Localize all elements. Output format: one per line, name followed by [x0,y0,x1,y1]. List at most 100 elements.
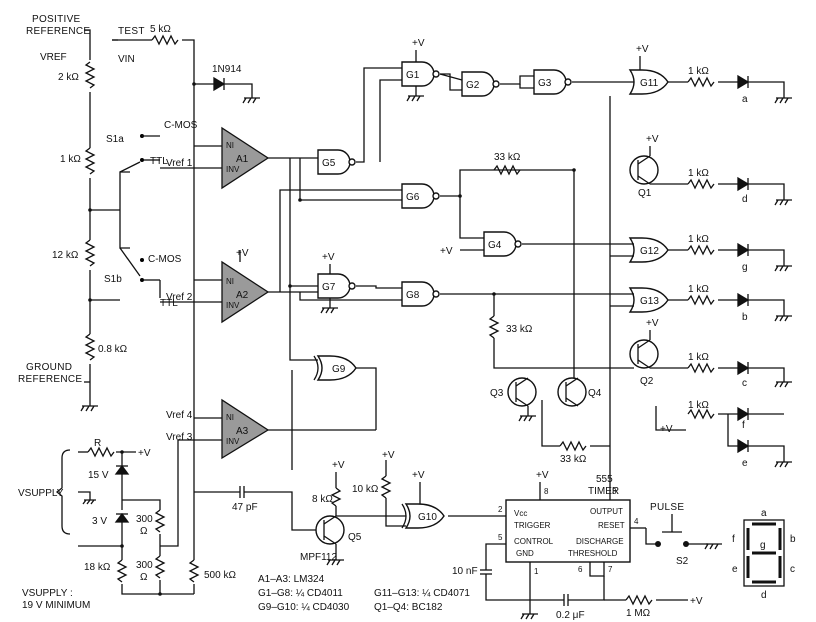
gate-g10: G10 +V [401,470,445,529]
parts-note-4: G11–G13: ¼ CD4071 [374,587,470,599]
svg-text:Q2: Q2 [640,376,654,387]
svg-text:Q3: Q3 [490,388,504,399]
svg-text:15 V: 15 V [88,470,109,481]
vsupply-note: VSUPPLY : [22,588,73,599]
svg-text:INV: INV [226,301,240,310]
svg-text:G6: G6 [406,192,420,203]
svg-text:1 kΩ: 1 kΩ [688,284,709,295]
resistor-12k [84,239,96,267]
svg-text:300: 300 [136,514,153,525]
a1-label: A1 [236,154,249,165]
notes: VSUPPLY : 19 V MINIMUM A1–A3: LM324 G1–G… [22,574,470,613]
svg-text:RESET: RESET [598,521,625,530]
logic-wiring [279,67,634,480]
resistor-2k [84,61,96,89]
svg-text:CONTROL: CONTROL [514,537,554,546]
svg-text:TRIGGER: TRIGGER [514,521,551,530]
svg-text:+V: +V [236,248,249,259]
reference-divider: POSITIVE REFERENCE VREF 2 kΩ 1 kΩ 12 kΩ … [18,14,128,412]
svg-text:G3: G3 [538,78,552,89]
timer-555: 555 TIMER Vcc TRIGGER OUTPUT RESET CONTR… [448,470,703,621]
svg-text:6: 6 [578,565,583,574]
gate-g2: G2 [461,71,500,97]
svg-text:G10: G10 [418,512,437,523]
svg-text:Q4: Q4 [588,388,602,399]
vref2-label: Vref 2 [166,292,193,303]
svg-text:1 kΩ: 1 kΩ [688,400,709,411]
svg-text:c: c [742,378,747,389]
pulse-switch-s2[interactable]: PULSE S2 [645,502,722,567]
svg-text:GND: GND [516,549,534,558]
svg-text:18 kΩ: 18 kΩ [84,562,111,573]
switch-s1[interactable]: C-MOS TTL S1a C-MOS TTL S1b [90,120,198,309]
vin-label: VIN [118,54,135,65]
segment-a-label: a [761,508,767,519]
svg-text:MPF112: MPF112 [300,552,337,563]
svg-text:Q1: Q1 [638,188,652,199]
r2-label: 1 kΩ [60,154,81,165]
resistors-33k: 33 kΩ 33 kΩ 33 kΩ [488,152,634,465]
vsupply-min-note: 19 V MINIMUM [22,600,90,611]
svg-text:47 pF: 47 pF [232,502,258,513]
segment-d-label: d [761,590,767,601]
svg-text:8: 8 [544,487,549,496]
r-test-label: 5 kΩ [150,24,171,35]
svg-text:G5: G5 [322,158,336,169]
svg-text:Ω: Ω [140,526,148,537]
gate-g5: G5 [317,149,356,175]
resistor-1k [84,147,96,175]
transistor-q1: +V Q1 [629,134,659,199]
gate-g6: G6 [401,183,440,209]
svg-text:G13: G13 [640,296,659,307]
op-amp-a2: NI INV A2 Vref 2 +V [160,248,318,324]
transistor-q4: Q4 [557,377,602,407]
svg-text:+V: +V [646,318,659,329]
svg-text:Vcc: Vcc [514,509,527,518]
svg-text:300: 300 [136,560,153,571]
svg-text:g: g [742,262,748,273]
svg-text:1 MΩ: 1 MΩ [626,608,651,619]
vref1-label: Vref 1 [166,158,193,169]
svg-text:e: e [742,458,748,469]
svg-text:33 kΩ: 33 kΩ [506,324,533,335]
svg-text:G4: G4 [488,240,502,251]
ttl-label-1: TTL [150,156,168,167]
svg-text:+V: +V [138,448,151,459]
svg-text:a: a [742,94,748,105]
svg-text:OUTPUT: OUTPUT [590,507,623,516]
svg-text:b: b [742,312,748,323]
vref4-label: Vref 4 [166,410,193,421]
cap-47pf: 47 pF [194,486,316,531]
positive-reference-label-2: REFERENCE [26,26,90,37]
svg-text:+V: +V [412,470,425,481]
s1b-label: S1b [104,274,122,285]
gate-g3: G3 [533,69,572,95]
svg-text:NI: NI [226,277,234,286]
svg-text:+V: +V [636,44,649,55]
svg-text:G12: G12 [640,246,659,257]
svg-text:+V: +V [646,134,659,145]
svg-text:7: 7 [608,565,613,574]
parts-note-3: G9–G10: ¼ CD4030 [258,601,350,613]
gate-g13: G13 [628,287,669,313]
svg-text:1: 1 [534,567,539,576]
segment-e-label: e [732,564,738,575]
svg-text:+V: +V [322,252,335,263]
r3-label: 12 kΩ [52,250,79,261]
svg-text:d: d [742,194,748,205]
resistor-0-8k [84,333,96,361]
svg-text:500 kΩ: 500 kΩ [204,570,236,581]
svg-text:TIMER: TIMER [588,486,619,497]
svg-text:+V: +V [412,38,425,49]
diode-label: 1N914 [212,64,242,75]
diode-1n914 [213,76,226,92]
svg-text:G11: G11 [640,78,659,89]
transistor-q5: Q5 MPF112 8 kΩ +V [300,460,406,566]
transistor-q2: +V Q2 [629,318,659,387]
svg-text:INV: INV [226,165,240,174]
r1-label: 2 kΩ [58,72,79,83]
svg-text:+V: +V [332,460,345,471]
svg-text:0.2 μF: 0.2 μF [556,610,585,621]
gate-g12: G12 [628,237,669,263]
svg-text:Q5: Q5 [348,532,362,543]
